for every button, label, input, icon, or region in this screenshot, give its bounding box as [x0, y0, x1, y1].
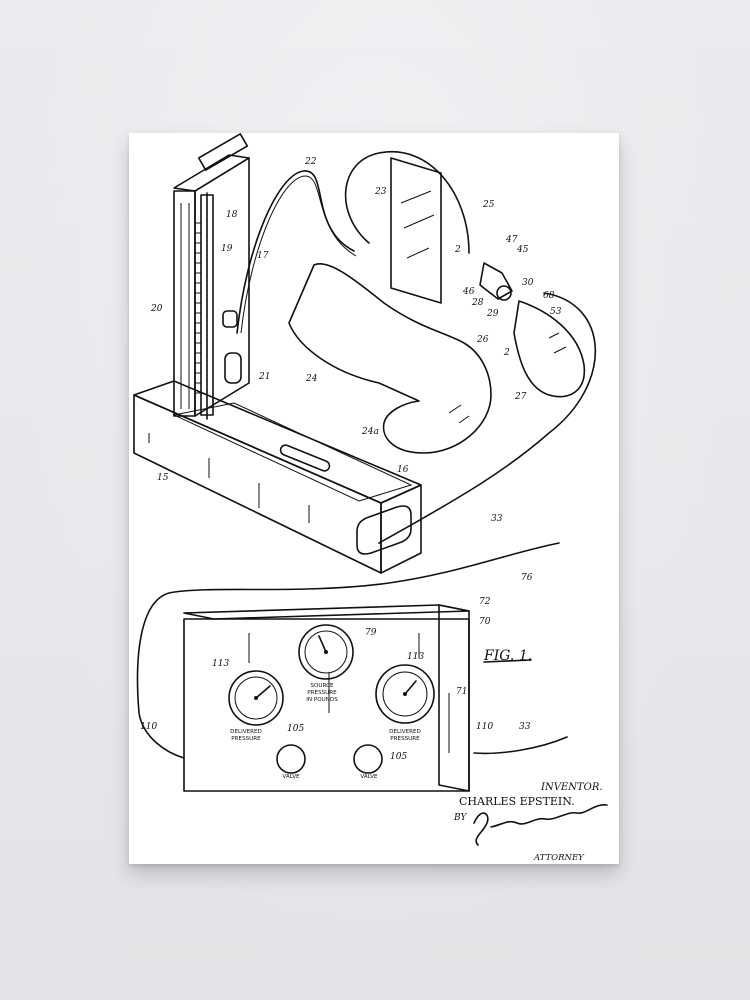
ref-71: 71 [456, 687, 467, 697]
ref-45: 45 [516, 245, 529, 255]
bulb-assembly [479, 262, 586, 398]
ref-27: 27 [514, 392, 527, 402]
ref-30: 30 [522, 278, 534, 288]
ref-17: 17 [257, 251, 269, 261]
pressure-panel [183, 604, 470, 792]
tubing [136, 150, 597, 759]
ref-24: 24 [305, 374, 318, 384]
gauge-right-caption-1: DELIVERED [389, 729, 421, 735]
stand-base [133, 380, 422, 574]
by-label: BY [453, 813, 467, 823]
valve-left-caption: VALVE [282, 774, 300, 780]
ref-26: 26 [476, 335, 489, 345]
ref-15: 15 [157, 473, 169, 483]
ref-113-left: 113 [212, 659, 229, 669]
ref-70: 70 [479, 617, 491, 627]
patent-poster: 18 19 17 20 21 22 23 25 2 47 45 46 28 30… [129, 133, 619, 864]
ref-53: 53 [550, 307, 562, 317]
ref-20: 20 [150, 304, 163, 314]
valve-left-knob [276, 744, 306, 774]
gauge-left-caption-1: DELIVERED [230, 729, 262, 735]
ref-105-right: 105 [390, 752, 407, 762]
gauge-left-caption-2: PRESSURE [231, 736, 261, 742]
ref-22: 22 [304, 157, 317, 167]
attorney-signature [473, 804, 608, 846]
gauge-left [228, 670, 284, 726]
reference-numerals: 18 19 17 20 21 22 23 25 2 47 45 46 28 30… [140, 157, 562, 762]
ref-113-right: 113 [407, 652, 424, 662]
ref-47: 47 [505, 235, 518, 245]
ref-105-left: 105 [287, 724, 304, 734]
ref-2-lower: 2 [503, 348, 510, 358]
inventor-name: CHARLES EPSTEIN. [459, 795, 575, 808]
valve-right-knob [353, 744, 383, 774]
ref-19: 19 [221, 244, 233, 254]
ref-28: 28 [471, 298, 484, 308]
ref-46: 46 [462, 287, 475, 297]
gauge-mid-caption-3: IN POUNDS [306, 697, 338, 703]
ref-24a: 24a [361, 427, 379, 437]
ref-23: 23 [374, 187, 387, 197]
gauge-middle [298, 624, 354, 680]
ref-72: 72 [479, 597, 491, 607]
ref-33-upper: 33 [491, 514, 503, 524]
ref-110-left: 110 [140, 722, 157, 732]
ref-68: 68 [543, 291, 555, 301]
ref-21: 21 [258, 372, 270, 382]
valve-right-caption: VALVE [360, 774, 378, 780]
ref-18: 18 [226, 210, 238, 220]
ref-79: 79 [365, 628, 377, 638]
gauge-right-caption-2: PRESSURE [390, 736, 420, 742]
ref-29: 29 [486, 309, 499, 319]
gauge-mid-caption-1: SOURCE [310, 683, 334, 689]
ref-25: 25 [482, 200, 495, 210]
panel-captions: DELIVERED PRESSURE SOURCE PRESSURE IN PO… [230, 683, 421, 780]
patent-drawing: 18 19 17 20 21 22 23 25 2 47 45 46 28 30… [133, 133, 608, 863]
gauge-mid-caption-2: PRESSURE [307, 690, 337, 696]
ref-33-lower: 33 [519, 722, 531, 732]
cuff [288, 157, 492, 454]
figure-label-underline [483, 659, 532, 663]
manometer-column [173, 133, 250, 420]
ref-16: 16 [397, 465, 409, 475]
ref-110-right: 110 [476, 722, 493, 732]
attorney-label: ATTORNEY [533, 853, 585, 863]
inventor-heading: INVENTOR. [540, 782, 603, 793]
gauge-right [375, 664, 435, 724]
ref-2-upper: 2 [454, 245, 461, 255]
ref-76: 76 [521, 573, 533, 583]
